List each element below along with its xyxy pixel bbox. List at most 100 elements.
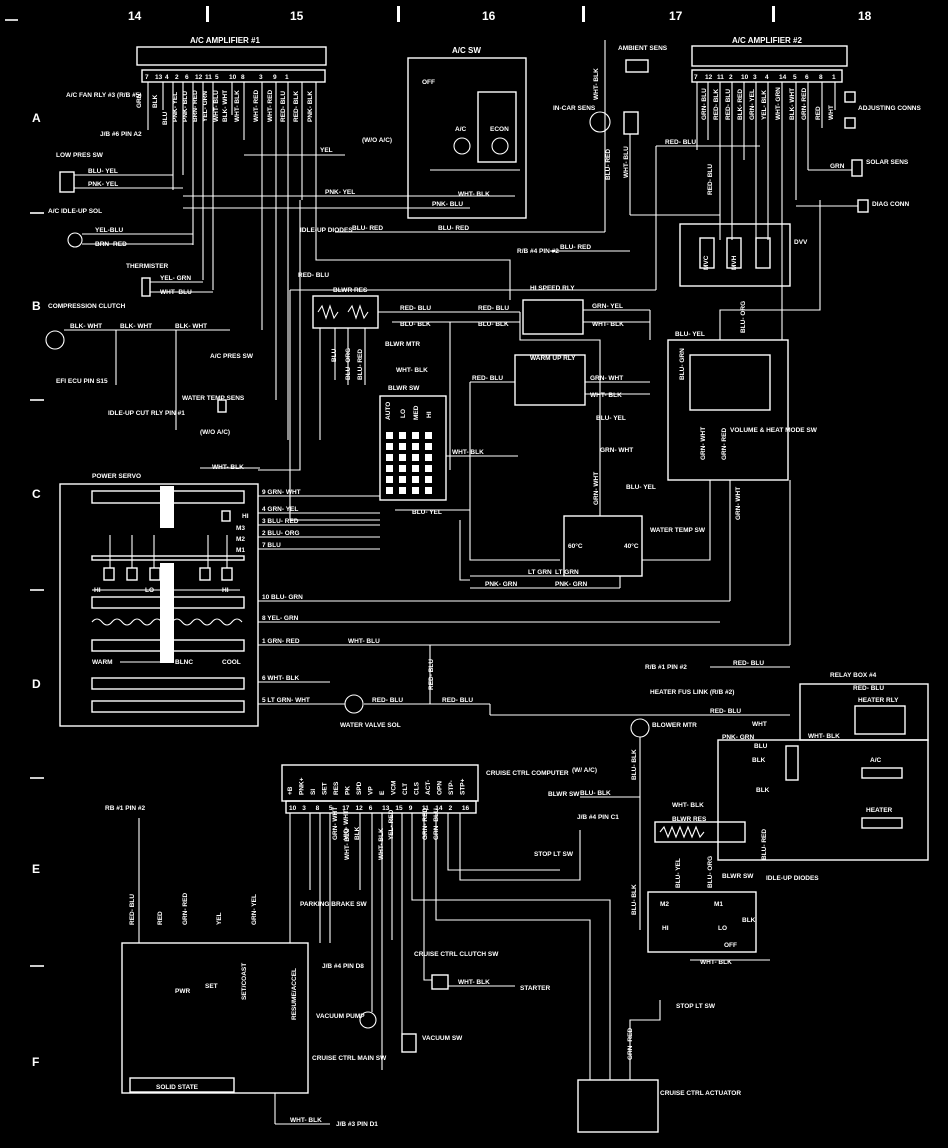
svg-text:M2: M2 [660, 901, 669, 908]
amp2-pin-number: 6 [805, 74, 809, 81]
cruise-pin-name: OPN [437, 781, 444, 795]
svg-text:WARM: WARM [92, 659, 113, 666]
svg-text:RED- BLU: RED- BLU [710, 708, 741, 715]
amp1-pin-number: 11 [205, 74, 212, 81]
cruise-pin-number: 10 [289, 805, 297, 812]
svg-text:PNK- BLK: PNK- BLK [307, 91, 314, 122]
svg-text:BLK: BLK [742, 917, 756, 924]
svg-text:IDLE-UP DIODES: IDLE-UP DIODES [300, 227, 353, 234]
svg-text:BLU- YEL: BLU- YEL [88, 168, 118, 175]
svg-text:IDLE-UP CUT RLY PIN #1: IDLE-UP CUT RLY PIN #1 [108, 410, 185, 417]
svg-text:VIO- WHT: VIO- WHT [343, 810, 350, 840]
water-temp-switch: 60°C 40°C WATER TEMP SW BLU- YEL GRN- WH… [470, 472, 706, 589]
svg-text:HEATER: HEATER [866, 807, 893, 814]
svg-text:SET: SET [205, 983, 218, 990]
svg-text:BLU- ORG: BLU- ORG [740, 301, 747, 333]
svg-text:COOL: COOL [222, 659, 241, 666]
svg-text:BLK- WHT: BLK- WHT [222, 90, 229, 122]
svg-text:PNK- YEL: PNK- YEL [325, 189, 355, 196]
svg-text:ADJUSTING CONNS: ADJUSTING CONNS [858, 105, 922, 112]
svg-text:BLK: BLK [752, 757, 766, 764]
svg-text:IDLE-UP DIODES: IDLE-UP DIODES [766, 875, 819, 882]
svg-text:RED- BLK: RED- BLK [293, 91, 300, 122]
svg-text:VOLUME & HEAT MODE SW: VOLUME & HEAT MODE SW [730, 427, 818, 434]
switch-contact [386, 432, 393, 439]
svg-text:RED- BLU: RED- BLU [478, 305, 509, 312]
svg-text:BLU- RED: BLU- RED [605, 149, 612, 180]
svg-text:GRN- RED: GRN- RED [422, 808, 429, 840]
svg-text:RED- BLU: RED- BLU [707, 164, 714, 195]
svg-text:GRN- WHT: GRN- WHT [332, 807, 339, 840]
volume-heat-mode-switch: VOLUME & HEAT MODE SW BLU- YEL BLU- ORG … [667, 301, 818, 520]
svg-text:WATER VALVE SOL: WATER VALVE SOL [340, 722, 401, 729]
svg-text:HEATER RLY: HEATER RLY [858, 697, 899, 704]
servo-sensors [103, 535, 233, 581]
cruise-pin-name: +B [287, 786, 294, 795]
amp2-pin-number: 12 [705, 74, 713, 81]
svg-text:YEL- GRN: YEL- GRN [202, 91, 209, 122]
switch-contact [425, 443, 432, 450]
svg-text:PNK- BLU: PNK- BLU [182, 91, 189, 122]
switch-contact [399, 465, 406, 472]
svg-text:GRN- BLU: GRN- BLU [701, 88, 708, 120]
svg-text:GRN- WHT: GRN- WHT [590, 375, 623, 382]
svg-text:LOW PRES SW: LOW PRES SW [56, 152, 104, 159]
svg-text:GRN- YEL: GRN- YEL [592, 303, 623, 310]
switch-contact [412, 443, 419, 450]
svg-text:BLK: BLK [354, 826, 361, 840]
svg-text:BLU- YEL: BLU- YEL [412, 509, 442, 516]
sensors-top: AMBIENT SENS IN-CAR SENS WHT- BLK BLU- R… [517, 40, 668, 255]
svg-text:AUTO: AUTO [385, 402, 392, 420]
svg-text:WHT- BLK: WHT- BLK [458, 191, 490, 198]
servo-sensor-box [221, 567, 233, 581]
cruise-ctrl-actuator: STOP LT SW CRUISE CTRL ACTUATOR GRN- RED [577, 1003, 741, 1133]
svg-text:WHT- BLU: WHT- BLU [160, 289, 192, 296]
switch-contact [425, 487, 432, 494]
servo-wire-label: 3 BLU- RED [262, 518, 299, 525]
svg-text:BLK: BLK [152, 94, 159, 108]
svg-text:BLWR MTR: BLWR MTR [385, 341, 420, 348]
cruise-pin-number: 9 [409, 805, 413, 812]
svg-text:(W/O A/C): (W/O A/C) [362, 137, 392, 144]
svg-text:BLK- RED: BLK- RED [737, 89, 744, 120]
svg-text:YEL-BLU: YEL-BLU [95, 227, 123, 234]
row-labels: A B C D E F [30, 111, 44, 1069]
svg-text:RED- BLU: RED- BLU [400, 305, 431, 312]
svg-text:M2: M2 [236, 536, 245, 543]
amp1-pin-number: 4 [165, 74, 169, 81]
servo-wire-label: 6 WHT- BLK [262, 675, 299, 682]
cruise-pin-name: SPD [356, 781, 363, 795]
amp2-pin-number: 5 [793, 74, 797, 81]
servo-wire-label: 5 LT GRN- WHT [262, 697, 310, 704]
svg-text:BLK- WHT: BLK- WHT [789, 88, 796, 120]
cruise-pin-number: 14 [435, 805, 443, 812]
servo-wire-label: 2 BLU- ORG [262, 530, 300, 537]
blower-resistor: RED- BLU BLWR RES BLU BLU- ORG BLU- RED … [298, 272, 650, 440]
svg-text:J/B #4 PIN C1: J/B #4 PIN C1 [577, 814, 619, 821]
cruise-pin-number: 6 [369, 805, 373, 812]
row-label: C [32, 487, 41, 501]
blwr-sw-matrix [386, 432, 432, 494]
svg-text:AMBIENT SENS: AMBIENT SENS [618, 45, 668, 52]
svg-text:BLK- WHT: BLK- WHT [120, 323, 152, 330]
switch-contact [386, 443, 393, 450]
amp1-pin-number: 13 [155, 74, 163, 81]
svg-text:PNK- BLU: PNK- BLU [432, 201, 463, 208]
svg-text:THERMISTER: THERMISTER [126, 263, 169, 270]
switch-contact [386, 476, 393, 483]
svg-text:BLWR RES: BLWR RES [333, 287, 368, 294]
svg-text:RED- BLU: RED- BLU [725, 89, 732, 120]
svg-text:BLNC: BLNC [175, 659, 193, 666]
svg-text:IN-CAR SENS: IN-CAR SENS [553, 105, 596, 112]
svg-text:VACUUM SW: VACUUM SW [422, 1035, 463, 1042]
amp2-pin-number: 7 [694, 74, 698, 81]
svg-text:HI: HI [426, 411, 433, 418]
cruise-pin-name: SET [322, 782, 329, 795]
svg-text:OFF: OFF [422, 79, 435, 86]
svg-text:PNK- GRN: PNK- GRN [722, 734, 754, 741]
svg-text:BLU- RED: BLU- RED [352, 225, 383, 232]
servo-sensor-box [103, 567, 115, 581]
svg-text:RED- BLU: RED- BLU [298, 272, 329, 279]
cruise-pin-number: 17 [342, 805, 350, 812]
